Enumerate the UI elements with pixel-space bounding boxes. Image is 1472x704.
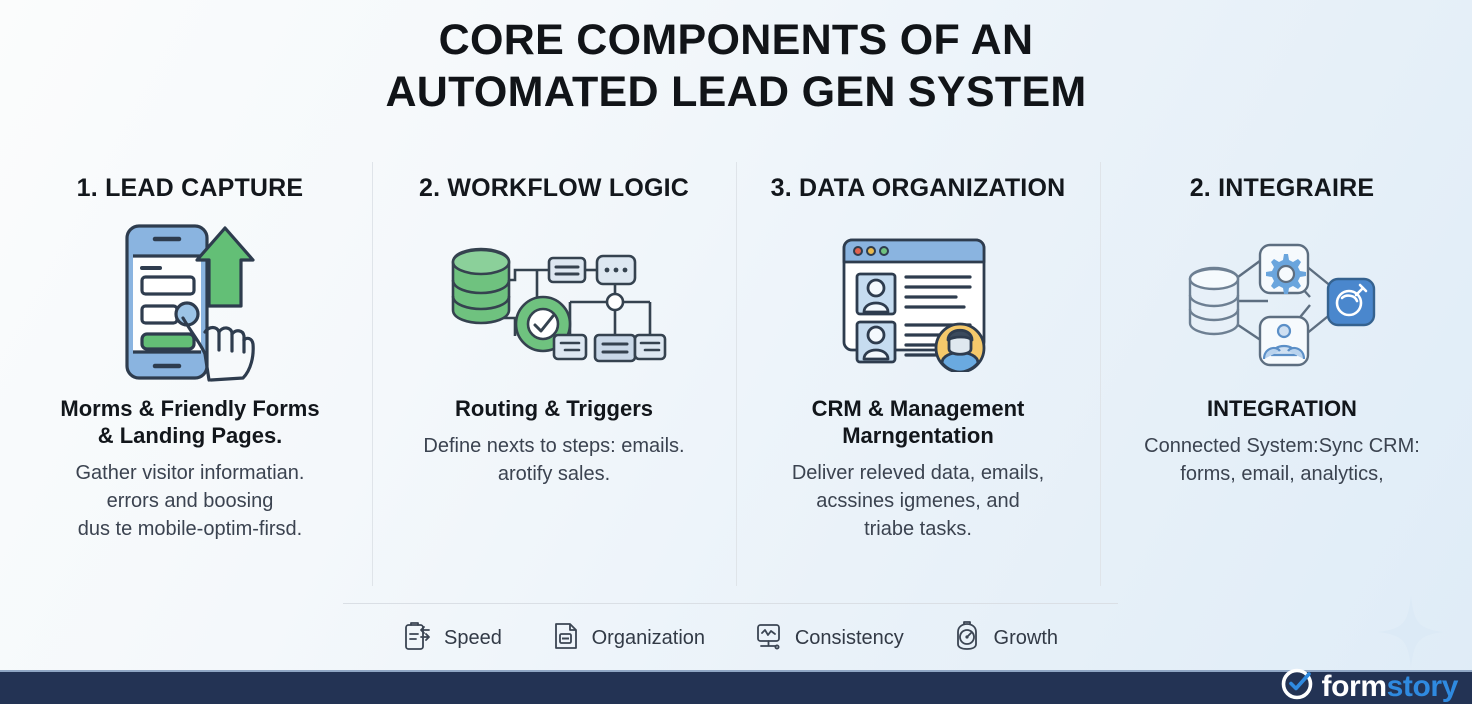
footer-item-organization: Organization — [551, 620, 705, 657]
column-subtitle: INTEGRATION — [1207, 396, 1357, 421]
column-subtitle: CRM & Management Marngentation — [811, 396, 1025, 448]
sparkle-icon — [1378, 596, 1444, 668]
title-line-1: CORE COMPONENTS OF AN — [438, 16, 1034, 64]
footer-item-growth: Growth — [953, 620, 1058, 657]
footer-divider — [343, 603, 1118, 604]
page-title: CORE COMPONENTS OF AN AUTOMATED LEAD GEN… — [0, 14, 1472, 118]
bottom-brand-bar: formstory — [0, 668, 1472, 704]
title-line-2: AUTOMATED LEAD GEN SYSTEM — [385, 68, 1087, 116]
footer-label: Consistency — [794, 626, 904, 649]
integration-network-icon — [1182, 217, 1382, 387]
circle-check-logo-icon — [1281, 668, 1313, 704]
column-body: Deliver releved data, emails, acssines i… — [791, 462, 1045, 540]
column-integration: 2. INTEGRAIRE — [1100, 160, 1464, 588]
component-columns: 1. LEAD CAPTURE — [8, 160, 1464, 588]
workflow-database-flowchart-icon — [439, 217, 669, 387]
monitor-consistency-icon — [754, 620, 784, 657]
clipboard-speed-icon — [403, 620, 433, 657]
column-subtitle: Routing & Triggers — [455, 396, 653, 421]
footer-label: Speed — [444, 626, 502, 649]
column-heading: 2. WORKFLOW LOGIC — [418, 174, 690, 202]
column-workflow-logic: 2. WORKFLOW LOGIC — [372, 160, 736, 588]
column-heading: 3. DATA ORGANIZATION — [770, 174, 1066, 202]
footer-benefits: Speed Organization — [343, 614, 1118, 662]
mobile-form-capture-icon — [105, 217, 275, 387]
gauge-growth-icon — [953, 620, 983, 657]
document-organization-icon — [551, 620, 581, 657]
column-lead-capture: 1. LEAD CAPTURE — [8, 160, 372, 588]
footer-label: Growth — [993, 626, 1058, 649]
footer-label: Organization — [591, 626, 706, 649]
column-heading: 2. INTEGRAIRE — [1189, 174, 1375, 202]
logo-accent-text: story — [1386, 669, 1459, 703]
column-body: Gather visitor informatian. errors and b… — [75, 462, 305, 540]
column-subtitle: Morms & Friendly Forms & Landing Pages. — [60, 396, 320, 448]
logo-primary-text: form — [1321, 669, 1387, 703]
footer-item-speed: Speed — [403, 620, 502, 657]
footer-item-consistency: Consistency — [754, 620, 904, 657]
column-body: Connected System:Sync CRM: forms, email,… — [1144, 435, 1420, 485]
column-heading: 1. LEAD CAPTURE — [76, 174, 304, 202]
crm-contact-window-icon — [838, 217, 998, 387]
formstory-logo: formstory — [1281, 668, 1458, 704]
column-body: Define nexts to steps: emails. arotify s… — [423, 435, 685, 485]
column-data-organization: 3. DATA ORGANIZATION — [736, 160, 1100, 588]
